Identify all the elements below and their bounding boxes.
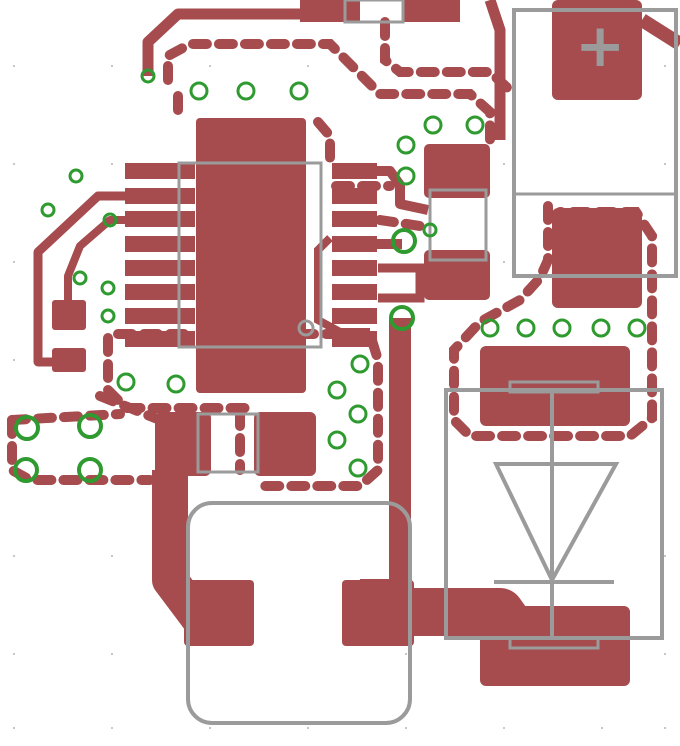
inductor-pad-left [184, 580, 254, 646]
right-trace-pins [378, 263, 425, 303]
cap-pad-bottom [424, 250, 490, 300]
small-pads-outline [196, 412, 260, 474]
small-pad-left [155, 412, 211, 476]
cap-outline [428, 188, 488, 262]
silkscreen-layer [177, 0, 678, 725]
small-pad-right [254, 412, 316, 476]
ic-pin1-marker [297, 319, 315, 337]
ecap-pad-minus [552, 208, 642, 308]
right-trace-top [370, 166, 430, 215]
inductor-outline [186, 501, 412, 725]
ic-outline [177, 161, 323, 349]
dashed-traces [7, 17, 657, 491]
ecap-trace [638, 14, 680, 50]
top-pad-left [300, 0, 360, 22]
ecap-pad-plus [552, 0, 642, 100]
diode-pad-top [480, 346, 630, 426]
vias [13, 68, 647, 483]
top-silk-box [343, 0, 405, 24]
output-trace [414, 588, 540, 654]
ecap-outline [512, 8, 678, 278]
cap-pad-top [424, 144, 490, 198]
ic-thermal-pad [196, 118, 306, 393]
top-right-trace [484, 0, 506, 140]
capacitor-polarity-plus-icon: + [575, 11, 626, 81]
left-trace-mid [64, 216, 125, 300]
left-trace-outer [33, 191, 125, 367]
ic-right-pins [332, 163, 377, 347]
resistor-pad-bottom [52, 348, 86, 372]
resistor-pad-top [52, 300, 86, 330]
diode-triangle-icon [492, 462, 620, 585]
top-pad-right [402, 0, 460, 22]
inductor-pad-right [342, 580, 414, 646]
top-trace [142, 8, 300, 76]
ic-left-pins [125, 163, 195, 347]
